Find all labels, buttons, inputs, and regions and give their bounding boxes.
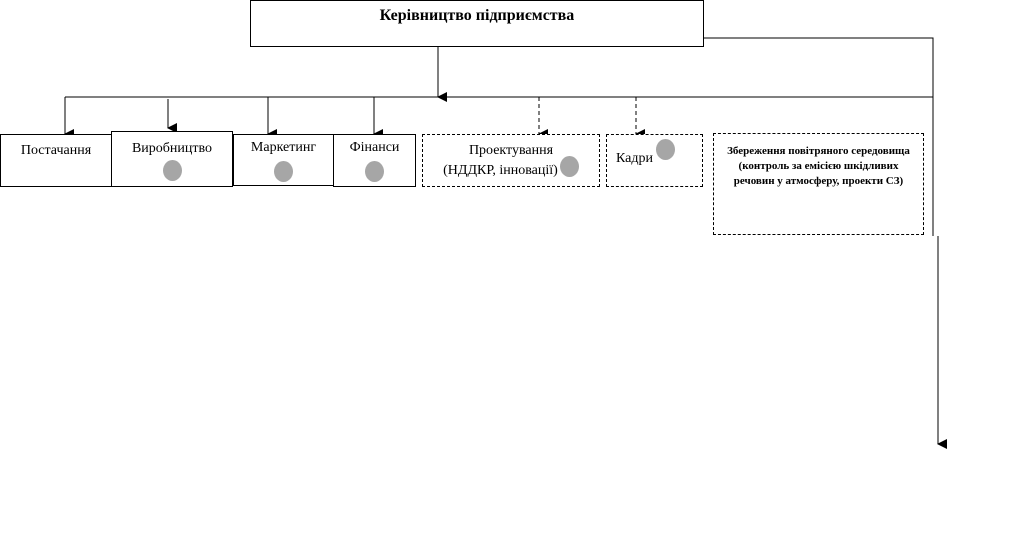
dept-label: Збереження повітряного середовища (контр…	[727, 145, 910, 187]
head-box: Керівництво підприємства	[250, 0, 704, 47]
head-label: Керівництво підприємства	[379, 7, 575, 24]
marker-dot-icon	[162, 160, 182, 181]
dept-design: Проектування (НДДКР, інновації)	[422, 134, 600, 187]
dept-label: Маркетинг	[250, 140, 317, 155]
dept-marketing: Маркетинг	[233, 134, 334, 186]
dept-production: Виробництво	[111, 131, 233, 187]
dept-supply: Постачання	[0, 134, 112, 187]
dept-finance: Фінанси	[333, 134, 416, 187]
marker-dot-icon	[274, 161, 293, 182]
marker-dot-icon	[365, 161, 384, 182]
dept-air-protection: Збереження повітряного середовища (контр…	[713, 133, 924, 235]
marker-dot-icon	[559, 156, 579, 178]
dept-label: Виробництво	[131, 141, 213, 156]
dept-label: Проектування	[468, 143, 554, 158]
dept-label: Постачання	[20, 143, 92, 158]
right-connector	[703, 37, 934, 236]
marker-dot-icon	[655, 139, 675, 160]
dept-hr: Кадри	[606, 134, 703, 187]
dept-sublabel: (НДДКР, інновації)	[443, 163, 558, 178]
dept-label: Кадри	[616, 150, 653, 166]
dept-label: Фінанси	[349, 140, 400, 155]
